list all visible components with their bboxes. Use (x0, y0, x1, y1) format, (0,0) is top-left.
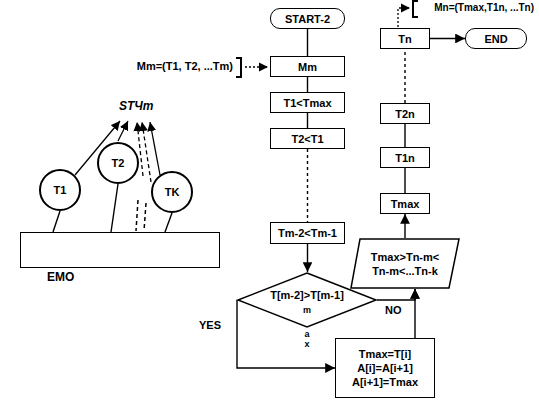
edge-label: YES (198, 318, 222, 332)
process-box: Tmax (380, 193, 430, 214)
process-box: Mm (270, 56, 345, 77)
connector (377, 289, 415, 300)
symbol-label: SТЧm (118, 99, 155, 113)
node-text: T1 (54, 183, 67, 197)
node-text: Tn (398, 32, 411, 46)
dotted-arrow (398, 8, 410, 27)
connector (430, 38, 465, 39)
node-text: Tmax=T[i] (359, 347, 411, 361)
dashed-link (144, 203, 146, 231)
connector (307, 29, 308, 56)
process-box: T1n (380, 147, 430, 168)
dashed-link (136, 200, 138, 231)
emo-block: EMO (20, 232, 220, 268)
bracket (236, 58, 241, 77)
process-box: T2<T1 (270, 128, 345, 149)
io-parallelogram: Tmax>Tn-m< Tn-m<...Tn-k (350, 238, 460, 289)
letter-label: m (302, 305, 312, 316)
terminal-box: START-2 (270, 8, 345, 29)
dotted-arrow (245, 66, 268, 67)
node-text: T1n (395, 151, 415, 165)
connector (404, 49, 405, 103)
connector (307, 244, 308, 272)
connector (307, 149, 308, 222)
process-box: T2n (380, 103, 430, 124)
set-label: Mm=(T1, T2, ...Tm) (136, 60, 234, 73)
process-box: T1<Tmax (270, 92, 345, 113)
signal-arrow (142, 122, 151, 182)
agent-circle: T2 (97, 142, 139, 184)
signal-arrow (150, 122, 160, 175)
node-text: Tm-2<Tm-1 (278, 226, 337, 240)
node-text: Tmax>Tn-m< Tn-m<...Tn-k (365, 250, 445, 278)
agent-circle: TK (151, 171, 193, 213)
bracket (413, 1, 418, 17)
node-text: Mm (298, 60, 317, 74)
connector (404, 168, 405, 193)
terminal-box: END (465, 28, 527, 49)
set-label: Mn=(Tmax,T1n, ...Tn) (433, 2, 535, 14)
connector (307, 113, 308, 128)
process-box: Tm-2<Tm-1 (270, 222, 345, 244)
node-text: T[m-2]>T[m-1] (270, 288, 344, 302)
connector (165, 213, 172, 232)
connector (404, 214, 405, 238)
node-text: END (484, 32, 507, 46)
node-text: A[i]=A[i+1] (357, 361, 413, 375)
connector (307, 77, 308, 92)
agent-circle: T1 (39, 169, 81, 211)
parallelogram-outline (350, 238, 460, 289)
node-text: T2<T1 (291, 132, 323, 146)
edge-label: NO (384, 303, 403, 317)
process-box: Tmax=T[i]A[i]=A[i+1]A[i+1]=Tmax (335, 338, 435, 398)
connector (414, 289, 415, 338)
node-text: Tmax (391, 197, 420, 211)
connector (404, 124, 405, 147)
connector (53, 211, 60, 232)
signal-arrow (118, 121, 128, 141)
outline (351, 239, 459, 288)
node-text: T2n (395, 107, 415, 121)
node-text: EMO (47, 270, 74, 284)
connector (111, 184, 118, 232)
node-text: T2 (112, 156, 125, 170)
node-text: START-2 (285, 12, 330, 26)
node-text: A[i+1]=Tmax (352, 375, 418, 389)
process-box: Tn (380, 28, 430, 49)
node-text: TK (165, 185, 180, 199)
node-text: T1<Tmax (284, 96, 332, 110)
letter-label: x (303, 339, 310, 350)
